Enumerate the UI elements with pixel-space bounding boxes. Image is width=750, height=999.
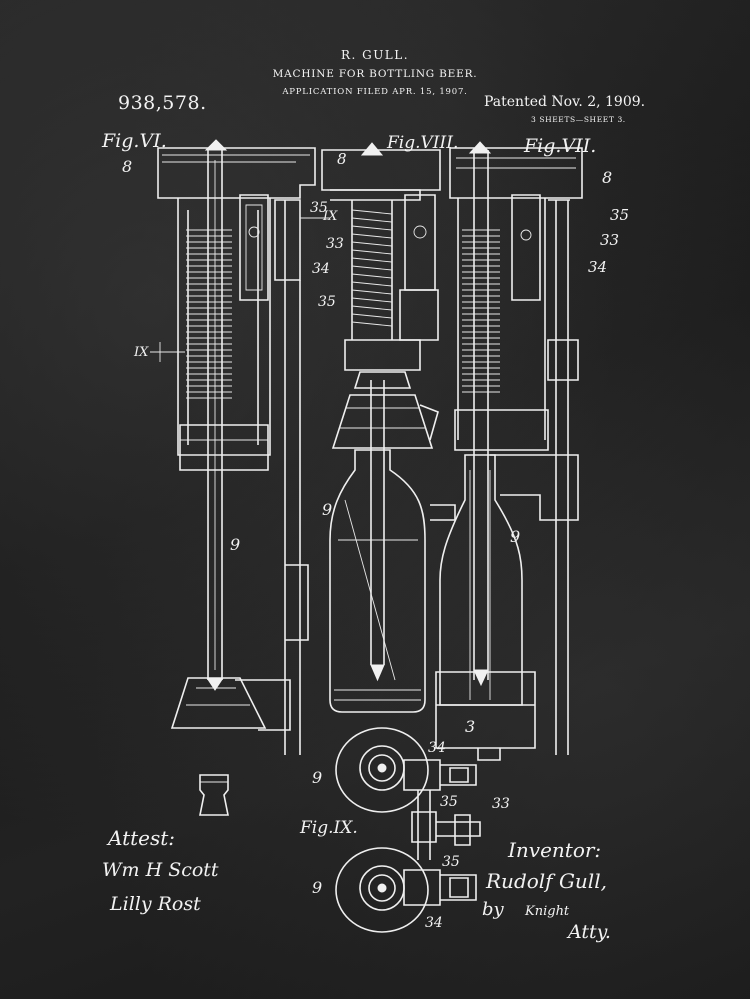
numeral-8-middle: 8 — [337, 150, 347, 168]
numeral-35-middle: 35 — [318, 294, 336, 310]
figure-8-assembly — [321, 142, 441, 713]
sheet-count: 3 SHEETS—SHEET 3. — [531, 115, 626, 124]
numeral-8-right: 8 — [602, 168, 612, 187]
inventor-name: R. GULL. — [340, 48, 410, 62]
fig-7-label: Fig.VII. — [523, 135, 596, 157]
numeral-35-fig9-bottom: 35 — [442, 854, 460, 870]
section-ix-top: IX — [322, 209, 338, 224]
fig-8-label: Fig.VIII. — [386, 133, 458, 153]
numeral-33-left: 33 — [326, 236, 344, 252]
fig-9-label: Fig.IX. — [299, 818, 358, 838]
numeral-9-fig9-top: 9 — [312, 768, 322, 787]
attest-label: Attest: — [106, 826, 175, 850]
numeral-33-fig9: 33 — [492, 796, 510, 812]
numeral-9-fig8: 9 — [322, 500, 332, 519]
inventor-label: Inventor: — [507, 838, 601, 862]
patent-number: 938,578. — [118, 92, 207, 114]
numeral-34-right: 34 — [588, 258, 607, 276]
inventor-signature: Rudolf Gull, — [485, 869, 607, 893]
numeral-33-right: 33 — [600, 231, 619, 249]
numeral-34-fig9-bottom: 34 — [425, 915, 443, 931]
numeral-35-left: 35 — [310, 200, 328, 216]
numeral-9-fig9-bottom: 9 — [312, 878, 322, 897]
numeral-9-fig6: 9 — [230, 535, 240, 554]
numeral-34-fig9-top: 34 — [428, 740, 446, 756]
by-label: by — [482, 899, 505, 920]
figure-9-assembly — [335, 727, 481, 933]
numeral-35-fig9-top: 35 — [440, 794, 458, 810]
patent-title: MACHINE FOR BOTTLING BEER. — [272, 68, 478, 80]
section-line-ix — [150, 217, 330, 362]
figure-6-assembly — [157, 139, 316, 816]
numeral-8-left: 8 — [122, 157, 132, 176]
attorney-label: Atty. — [566, 921, 611, 943]
attorney-name: Knight — [524, 904, 570, 919]
numeral-3: 3 — [465, 717, 475, 736]
numeral-35-right: 35 — [610, 206, 629, 224]
witness-2-signature: Lilly Rost — [109, 893, 201, 915]
numeral-9-fig7: 9 — [510, 527, 520, 546]
patented-date: Patented Nov. 2, 1909. — [484, 94, 646, 110]
witness-1-signature: Wm H Scott — [102, 859, 219, 881]
section-ix-left: IX — [133, 345, 149, 360]
application-filed: APPLICATION FILED APR. 15, 1907. — [282, 87, 468, 97]
numeral-34-left: 34 — [312, 261, 330, 277]
figure-7-assembly — [430, 141, 583, 761]
fig-6-label: Fig.VI. — [101, 130, 167, 152]
